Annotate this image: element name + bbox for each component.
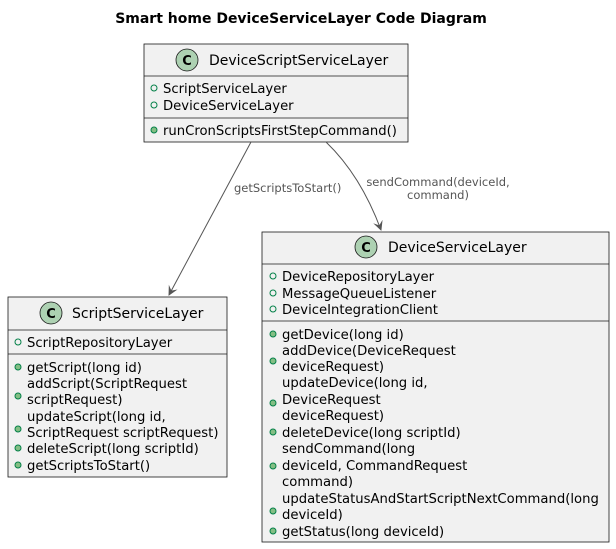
visibility-public-icon (269, 272, 277, 280)
class-icon-circle (39, 301, 63, 325)
field: ScriptRepositoryLayer (27, 336, 173, 351)
class-device-service-layer: C DeviceServiceLayer DeviceRepositoryLay… (261, 231, 610, 543)
relation-arrow (168, 141, 252, 296)
class-icon-letter: C (46, 307, 56, 322)
relation-label: getScriptsToStart() (234, 181, 341, 195)
class-icon-circle (354, 235, 378, 259)
visibility-public-icon (14, 338, 22, 346)
relation-get-scripts-to-start: getScriptsToStart() (168, 141, 341, 296)
field: DeviceServiceLayer (163, 99, 294, 114)
method-public-icon (269, 399, 277, 407)
method-continuation: deviceRequest) (282, 360, 384, 375)
class-device-script-service-layer: C DeviceScriptServiceLayer ScriptService… (143, 43, 409, 143)
method-continuation: command) (282, 475, 353, 490)
method-public-icon (269, 330, 277, 338)
field: DeviceIntegrationClient (282, 303, 438, 318)
visibility-public-icon (150, 84, 158, 92)
class-box (261, 231, 610, 543)
method: addDevice(DeviceRequest (282, 344, 456, 359)
method: addScript(ScriptRequest (27, 377, 187, 392)
method: sendCommand(long (282, 442, 415, 457)
method: updateStatusAndStartScriptNextCommand(lo… (282, 492, 599, 507)
relation-label: sendCommand(deviceId, (366, 175, 509, 189)
method-public-icon (269, 527, 277, 535)
method: deleteDevice(long scriptId) (282, 426, 461, 441)
class-icon: C (39, 301, 63, 325)
method: updateDevice(long id, (282, 376, 428, 391)
method-continuation: deviceId, CommandRequest (282, 459, 467, 474)
relation-send-command: sendCommand(deviceId, command) (325, 141, 510, 231)
visibility-public-icon (150, 101, 158, 109)
class-name: DeviceScriptServiceLayer (209, 53, 389, 69)
method-public-icon (14, 392, 22, 400)
method: updateScript(long id, (27, 410, 166, 425)
class-box (7, 296, 228, 478)
method: runCronScriptsFirstStepCommand() (163, 124, 397, 139)
method: getScript(long id) (27, 361, 142, 376)
method-public-icon (14, 363, 22, 371)
method: getDevice(long id) (282, 328, 404, 343)
field: ScriptServiceLayer (163, 82, 287, 97)
class-icon-circle (175, 48, 199, 72)
method: getScriptsToStart() (27, 459, 150, 474)
method-public-icon (269, 507, 277, 515)
method-public-icon (14, 461, 22, 469)
class-icon: C (175, 48, 199, 72)
class-name: DeviceServiceLayer (388, 240, 527, 256)
method-public-icon (269, 428, 277, 436)
method: deleteScript(long scriptId) (27, 442, 199, 457)
relation-label: command) (407, 188, 469, 202)
field: MessageQueueListener (282, 287, 437, 302)
method-public-icon (14, 425, 22, 433)
class-icon: C (354, 235, 378, 259)
field: DeviceRepositoryLayer (282, 270, 435, 285)
class-icon-letter: C (361, 241, 371, 256)
method-continuation: deviceId) (282, 508, 343, 523)
method: getStatus(long deviceId) (282, 525, 444, 540)
method-continuation: DeviceRequest (282, 393, 381, 408)
method-public-icon (269, 357, 277, 365)
method-public-icon (150, 126, 158, 134)
relation-arrow (325, 141, 383, 231)
method-public-icon (269, 462, 277, 470)
visibility-public-icon (269, 289, 277, 297)
visibility-public-icon (269, 305, 277, 313)
method-continuation: ScriptRequest scriptRequest) (27, 426, 218, 441)
class-name: ScriptServiceLayer (72, 306, 204, 322)
method-continuation: deviceRequest) (282, 409, 384, 424)
class-script-service-layer: C ScriptServiceLayer ScriptRepositoryLay… (7, 296, 228, 478)
class-icon-letter: C (182, 54, 192, 69)
method-continuation: scriptRequest) (27, 393, 122, 408)
method-public-icon (14, 444, 22, 452)
diagram-title: Smart home DeviceServiceLayer Code Diagr… (115, 11, 487, 27)
